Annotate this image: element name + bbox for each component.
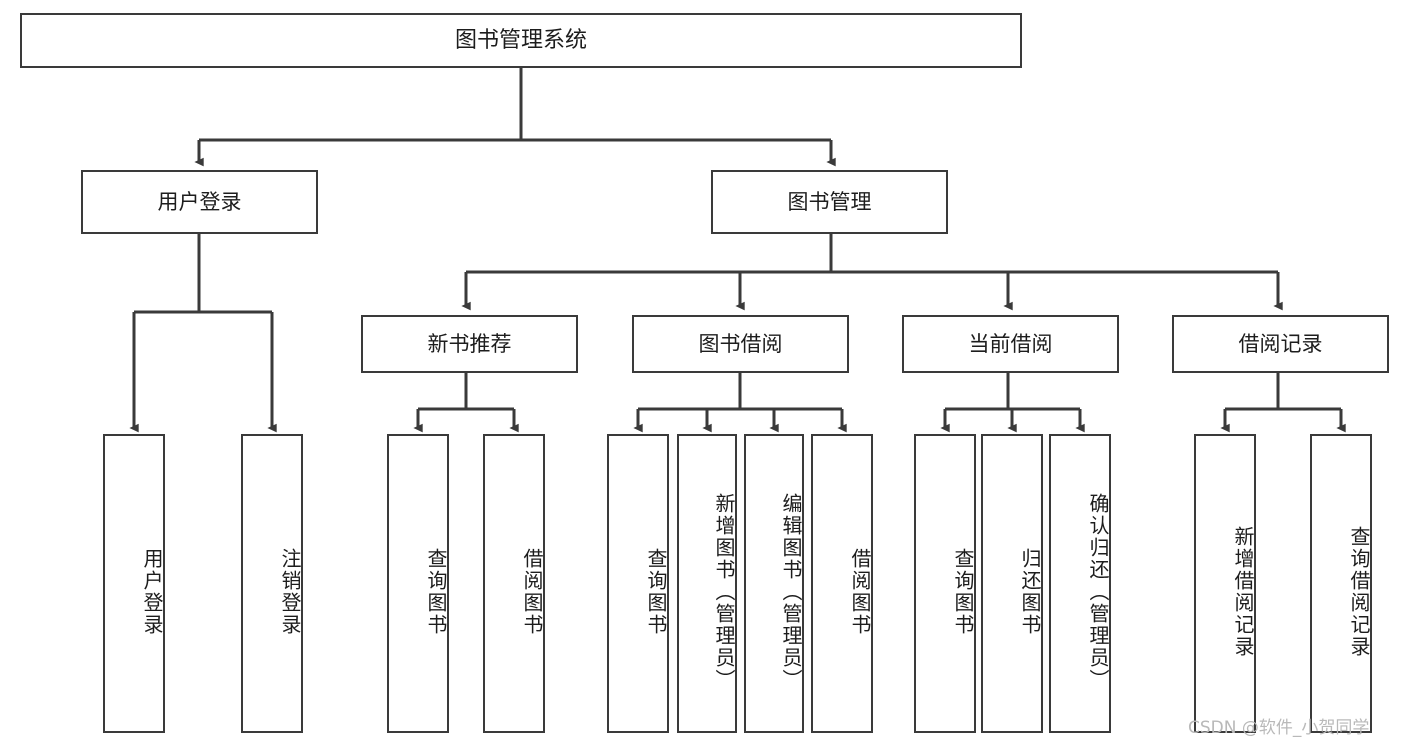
node-leaf-borrow-book-1-label: 借阅图书 xyxy=(520,547,544,636)
node-leaf-borrow-book-2[interactable]: 借阅图书 xyxy=(811,434,873,733)
node-leaf-edit-book[interactable]: 编辑图书（管理员） xyxy=(744,434,804,733)
node-leaf-query-book-2[interactable]: 查询图书 xyxy=(607,434,669,733)
node-leaf-query-book-3[interactable]: 查询图书 xyxy=(914,434,976,733)
node-user-login-label: 用户登录 xyxy=(157,189,242,214)
node-book-manage-label: 图书管理 xyxy=(787,189,872,214)
node-leaf-query-record-label: 查询借阅记录 xyxy=(1347,525,1371,658)
node-leaf-add-book-label: 新增图书（管理员） xyxy=(712,492,736,691)
node-leaf-user-login[interactable]: 用户登录 xyxy=(103,434,165,733)
node-leaf-user-login-label: 用户登录 xyxy=(140,547,164,636)
node-borrow-record[interactable]: 借阅记录 xyxy=(1172,315,1389,373)
node-leaf-query-book-3-label: 查询图书 xyxy=(951,547,975,636)
node-current-borrow[interactable]: 当前借阅 xyxy=(902,315,1119,373)
node-leaf-borrow-book-2-label: 借阅图书 xyxy=(848,547,872,636)
node-leaf-query-book-1-label: 查询图书 xyxy=(424,547,448,636)
node-user-login[interactable]: 用户登录 xyxy=(81,170,318,234)
node-leaf-edit-book-label: 编辑图书（管理员） xyxy=(779,492,803,691)
node-leaf-confirm-return-label: 确认归还（管理员） xyxy=(1086,492,1110,691)
node-borrow-record-label: 借阅记录 xyxy=(1238,331,1323,356)
node-root[interactable]: 图书管理系统 xyxy=(20,13,1022,68)
node-leaf-query-book-1[interactable]: 查询图书 xyxy=(387,434,449,733)
node-leaf-query-record[interactable]: 查询借阅记录 xyxy=(1310,434,1372,733)
node-leaf-add-book[interactable]: 新增图书（管理员） xyxy=(677,434,737,733)
node-current-borrow-label: 当前借阅 xyxy=(968,331,1053,356)
node-leaf-borrow-book-1[interactable]: 借阅图书 xyxy=(483,434,545,733)
node-root-label: 图书管理系统 xyxy=(454,27,587,53)
node-leaf-return-book[interactable]: 归还图书 xyxy=(981,434,1043,733)
node-book-borrow[interactable]: 图书借阅 xyxy=(632,315,849,373)
node-leaf-logout-login-label: 注销登录 xyxy=(278,547,302,636)
node-leaf-logout-login[interactable]: 注销登录 xyxy=(241,434,303,733)
watermark: CSDN @软件_小贺同学 xyxy=(1188,718,1370,738)
node-leaf-query-book-2-label: 查询图书 xyxy=(644,547,668,636)
node-new-book-rec-label: 新书推荐 xyxy=(427,331,512,356)
node-leaf-confirm-return[interactable]: 确认归还（管理员） xyxy=(1049,434,1111,733)
node-book-manage[interactable]: 图书管理 xyxy=(711,170,948,234)
node-leaf-add-record[interactable]: 新增借阅记录 xyxy=(1194,434,1256,733)
node-leaf-add-record-label: 新增借阅记录 xyxy=(1231,525,1255,658)
node-leaf-return-book-label: 归还图书 xyxy=(1018,547,1042,636)
node-new-book-rec[interactable]: 新书推荐 xyxy=(361,315,578,373)
node-book-borrow-label: 图书借阅 xyxy=(698,331,783,356)
